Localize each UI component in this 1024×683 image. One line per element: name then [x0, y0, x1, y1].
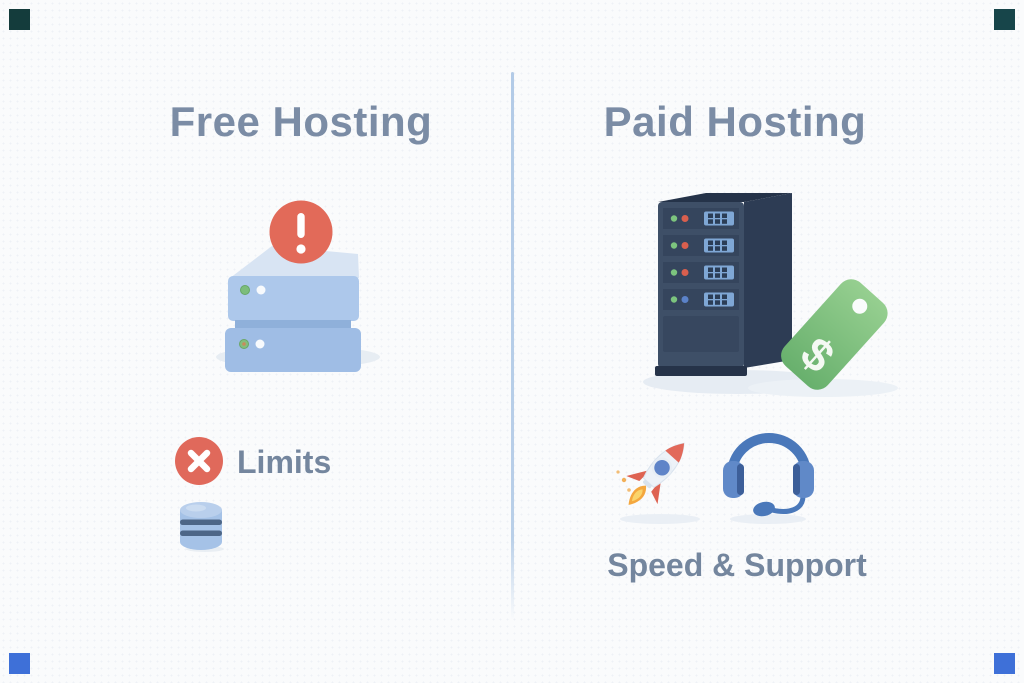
limits-label: Limits: [237, 444, 332, 480]
x-icon: [187, 449, 211, 473]
rack-bay: [663, 289, 739, 310]
database-icon: [180, 502, 224, 552]
tag-hole: [852, 298, 868, 314]
rocket-fin: [651, 479, 662, 505]
rack-bay: [663, 208, 739, 229]
rocket-nose: [665, 443, 685, 463]
server-tier-1: [228, 276, 359, 321]
corner-marker-bottom-left: [9, 653, 30, 674]
exclamation-icon: [297, 213, 305, 238]
rocket-icon: [616, 442, 700, 524]
corner-marker-top-right: [994, 9, 1015, 30]
rocket-fin: [626, 469, 651, 481]
x-circle-icon: [175, 437, 223, 485]
warning-badge-icon: [269, 200, 333, 264]
paid-hosting-title: Paid Hosting: [603, 98, 867, 145]
corner-marker-bottom-right: [994, 653, 1015, 674]
free-hosting-title: Free Hosting: [169, 98, 433, 145]
mic-boom: [769, 493, 806, 514]
rocket-window: [651, 457, 673, 479]
tower-rack-bays: [663, 208, 739, 352]
microphone: [753, 501, 775, 517]
led-white-icon: [255, 339, 265, 349]
corner-marker-top-left: [9, 9, 30, 30]
led-green-icon: [240, 285, 250, 295]
headset-icon: [723, 433, 814, 524]
led-white-icon: [256, 285, 266, 295]
speed-support-label: Speed & Support: [607, 547, 867, 583]
rack-bay: [663, 262, 739, 283]
server-warning-illustration: [216, 200, 380, 372]
tower-top-face: [658, 193, 792, 202]
blank-panel: [663, 316, 739, 352]
server-tier-2: [225, 328, 361, 372]
rack-bay: [663, 235, 739, 256]
tower-base: [655, 366, 747, 376]
price-tag-icon: $: [781, 279, 888, 390]
server-tower-illustration: $: [643, 193, 898, 397]
tower-side-face: [744, 193, 792, 368]
panel-divider: [511, 72, 514, 620]
